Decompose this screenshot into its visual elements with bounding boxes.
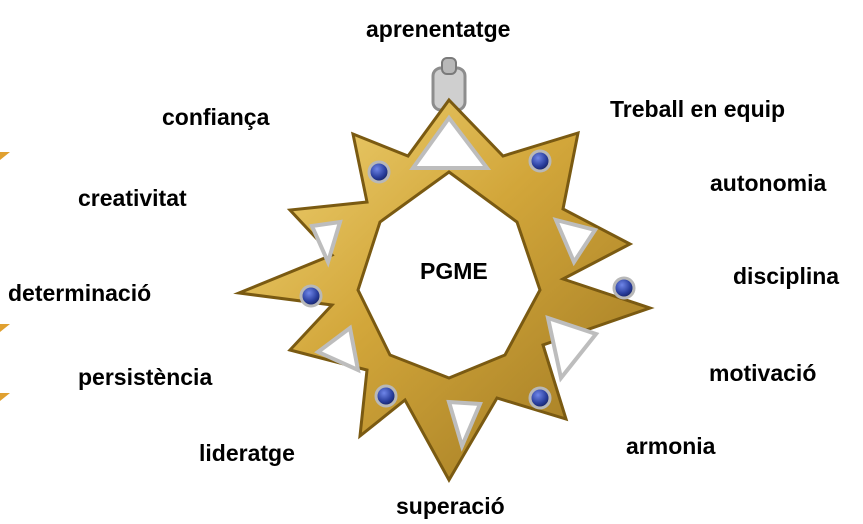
label-autonomia: autonomia: [710, 170, 827, 196]
label-determinacio: determinació: [8, 280, 152, 306]
label-armonia: armonia: [626, 433, 716, 459]
label-confianca: confiança: [162, 104, 270, 130]
edge-accent-mark: [0, 152, 10, 160]
label-aprenentatge: aprenentatge: [366, 16, 511, 42]
star-body: [233, 97, 655, 484]
label-disciplina: disciplina: [733, 263, 840, 289]
edge-accent-mark: [0, 393, 10, 401]
edge-accent-mark: [0, 324, 10, 332]
pendant-bail: [431, 57, 467, 112]
label-motivacio: motivació: [709, 360, 817, 386]
label-creativitat: creativitat: [78, 185, 187, 211]
star-cutouts: [309, 114, 600, 452]
label-treball-en-equip: Treball en equip: [610, 96, 786, 122]
blue-gems: [299, 149, 636, 410]
center-label: PGME: [420, 258, 488, 284]
label-superacio: superació: [396, 493, 505, 519]
label-persistencia: persistència: [78, 364, 213, 390]
label-lideratge: lideratge: [199, 440, 295, 466]
